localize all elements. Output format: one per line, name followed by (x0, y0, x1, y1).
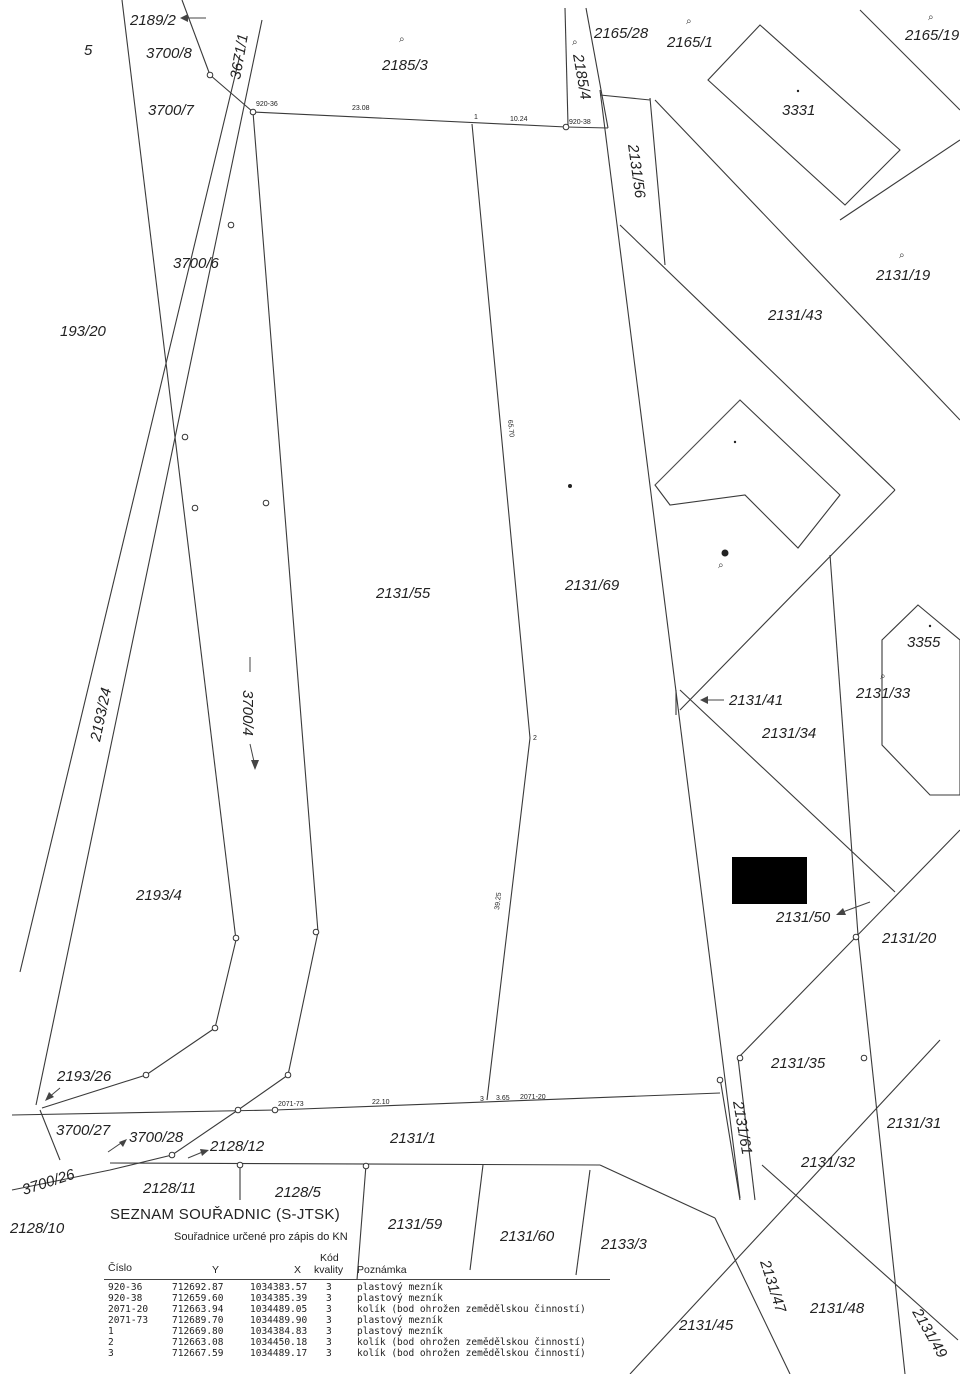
parcel-label: 2131/19 (875, 267, 931, 284)
measurement: 22.10 (372, 1099, 390, 1106)
parcel-labels: 2189/2 3700/8 3671/1 3700/7 2185/3 2185/… (9, 12, 960, 1362)
table-row: 920-36 712692.87 1034383.57 3 plastový m… (108, 1282, 443, 1293)
col-x: X (294, 1264, 302, 1276)
parcel-label: 2128/11 (142, 1180, 196, 1197)
parcel-label: 2185/4 (569, 52, 594, 101)
measurement: 10.24 (510, 116, 528, 123)
point-id: 2071-73 (278, 1101, 304, 1108)
point-id: 1 (474, 114, 478, 121)
header-rule (104, 1279, 610, 1280)
parcel-label: 3671/1 (227, 33, 252, 81)
parcel-label: 2131/33 (855, 685, 911, 702)
parcel-label: 2133/3 (600, 1236, 648, 1253)
measurement: 65.70 (506, 419, 515, 437)
coordinates-rows: 920-36 712692.87 1034383.57 3 plastový m… (104, 1282, 614, 1359)
parcel-label: 5 (84, 42, 93, 59)
parcel-label: 2193/4 (135, 887, 182, 904)
parcel-label: 2165/1 (666, 34, 713, 51)
parcel-label: 2165/19 (904, 27, 960, 44)
parcel-label: 2131/32 (800, 1154, 856, 1171)
measurement: 39.25 (494, 892, 503, 910)
col-kvality: kvality (314, 1264, 344, 1276)
point-id: 920-38 (569, 119, 591, 126)
parcel-label: 2128/12 (209, 1138, 265, 1155)
parcel-label: 2185/3 (381, 57, 429, 74)
parcel-label: 3700/7 (148, 102, 195, 119)
table-row: 2 712663.08 1034450.18 3 kolík (bod ohro… (108, 1337, 586, 1348)
parcel-label: 3700/4 (239, 690, 256, 736)
parcel-label: 2131/20 (881, 930, 937, 947)
survey-points (142, 71, 868, 1170)
parcel-label: 3700/28 (129, 1129, 184, 1146)
table-row: 2071-73 712689.70 1034489.90 3 plastový … (108, 1315, 443, 1326)
svg-text:⌕: ⌕ (399, 34, 405, 45)
point-id: 2071-20 (520, 1094, 546, 1101)
parcel-label: 2131/41 (728, 692, 783, 709)
parcel-label: 2131/48 (809, 1300, 865, 1317)
svg-text:⌕: ⌕ (686, 16, 692, 27)
parcel-label: 2189/2 (129, 12, 177, 29)
parcel-label: 2128/10 (9, 1220, 65, 1237)
measurement: 23.08 (352, 105, 370, 112)
measurement: 3.65 (496, 1095, 510, 1102)
parcel-label: 2193/24 (87, 686, 115, 744)
parcel-label: 3700/27 (56, 1122, 111, 1139)
parcel-label: 2131/56 (624, 142, 649, 200)
parcel-label: 2193/26 (56, 1068, 112, 1085)
col-cislo: Číslo (108, 1262, 132, 1274)
parcel-label: 2131/50 (775, 909, 831, 926)
parcel-label: 2131/49 (908, 1305, 951, 1362)
parcel-label: 2131/34 (761, 725, 816, 742)
table-row: 3 712667.59 1034489.17 3 kolík (bod ohro… (108, 1348, 586, 1359)
parcel-label: 2131/45 (678, 1317, 734, 1334)
parcel-label: 2131/35 (770, 1055, 826, 1072)
point-id: 2 (533, 735, 537, 742)
parcel-label: 2131/69 (564, 577, 620, 594)
buildings (654, 24, 960, 796)
col-kod: Kód (320, 1252, 339, 1264)
land-symbols: ⌕ ⌕ ⌕ ⌕ ⌕ ⌕ ⌕ (399, 12, 934, 682)
svg-text:⌕: ⌕ (718, 560, 724, 571)
coordinates-subtitle: Souřadnice určené pro zápis do KN (174, 1231, 348, 1243)
svg-text:⌕: ⌕ (928, 12, 934, 23)
point-id: 3 (480, 1096, 484, 1103)
table-row: 2071-20 712663.94 1034489.05 3 kolík (bo… (108, 1304, 586, 1315)
table-row: 1 712669.80 1034384.83 3 plastový mezník (108, 1326, 443, 1337)
parcel-label: 2131/61 (729, 1099, 755, 1156)
parcel-label: 193/20 (60, 323, 107, 340)
parcel-boundaries (11, 0, 960, 1374)
parcel-label: 2131/47 (756, 1257, 789, 1315)
redaction-box (732, 857, 807, 904)
parcel-label: 3355 (907, 634, 941, 651)
point-id: 920-36 (256, 101, 278, 108)
parcel-label: 3700/8 (146, 45, 193, 62)
svg-text:⌕: ⌕ (880, 671, 886, 682)
parcel-label: 2131/55 (375, 585, 431, 602)
parcel-label: 2131/43 (767, 307, 823, 324)
svg-text:⌕: ⌕ (899, 250, 905, 261)
arrows (45, 14, 871, 1159)
parcel-label: 2165/28 (593, 25, 649, 42)
coordinates-title: SEZNAM SOUŘADNIC (S-JTSK) (110, 1206, 341, 1223)
col-y: Y (212, 1264, 220, 1276)
point-labels: 920-36 920-38 2071-73 2071-20 1 2 3 (256, 101, 591, 1108)
parcel-label: 3700/6 (173, 255, 220, 272)
parcel-label: 3700/26 (20, 1166, 77, 1199)
parcel-label: 2131/1 (389, 1130, 436, 1147)
parcel-label: 2131/60 (499, 1228, 555, 1245)
parcel-label: 2128/5 (274, 1184, 322, 1201)
table-row: 920-38 712659.60 1034385.39 3 plastový m… (108, 1293, 443, 1304)
parcel-label: 2131/59 (387, 1216, 443, 1233)
measurement-labels: 23.08 10.24 65.70 39.25 22.10 3.65 (352, 105, 528, 1106)
svg-text:⌕: ⌕ (572, 37, 578, 48)
parcel-label: 3331 (782, 102, 815, 119)
parcel-label: 2131/31 (886, 1115, 941, 1132)
col-poznamka: Poznámka (357, 1264, 407, 1276)
